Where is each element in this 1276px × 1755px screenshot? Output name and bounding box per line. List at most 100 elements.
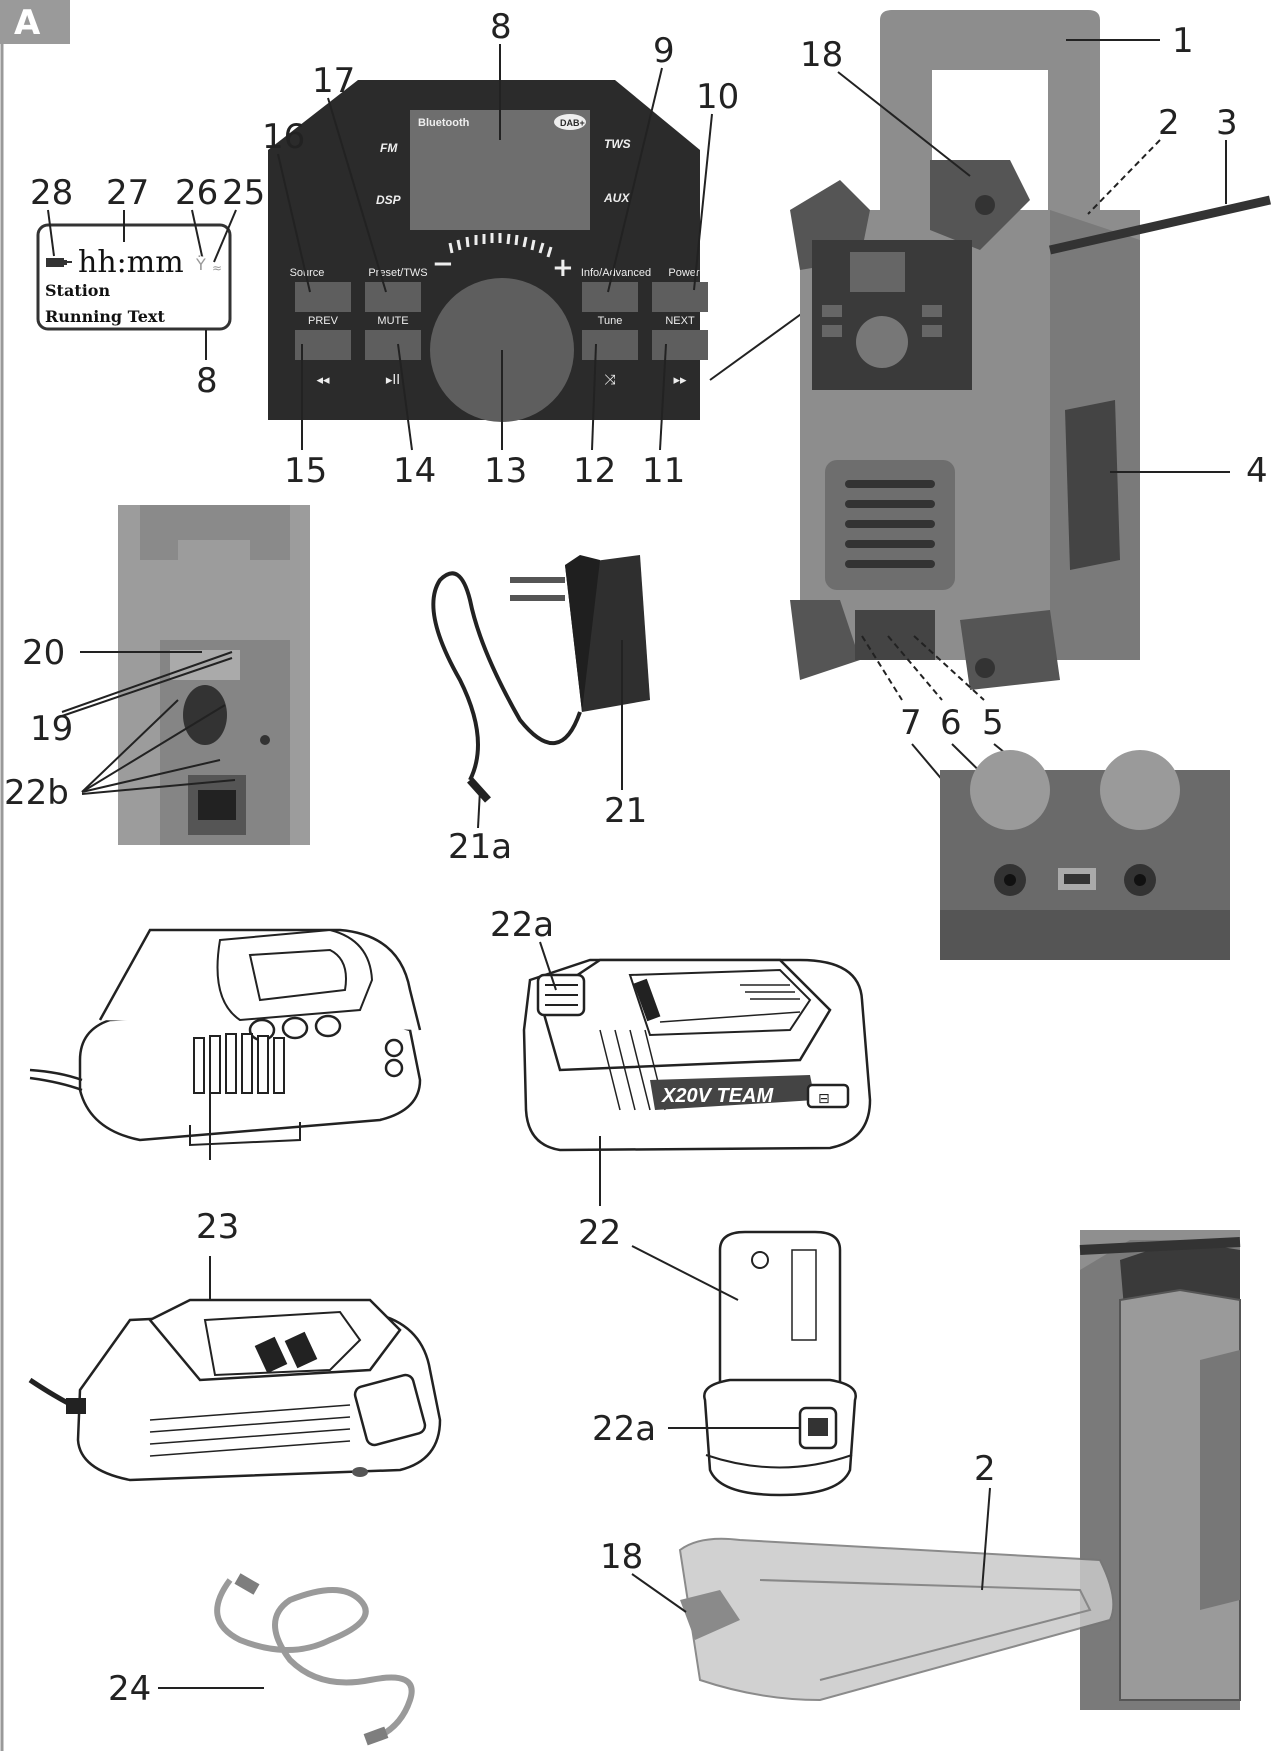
charger-angled-drawing [28, 1298, 442, 1482]
charger-callout: 23 [196, 1080, 239, 1360]
mode-aux: AUX [603, 191, 630, 205]
shuffle-icon: ⤨ [604, 372, 616, 388]
callout-22-top: 22 [578, 1213, 621, 1253]
open-cover-view [678, 1230, 1241, 1710]
svg-text:DAB+: DAB+ [560, 118, 585, 128]
mode-fm: FM [380, 141, 398, 155]
callout-2: 2 [1158, 103, 1180, 143]
small-battery-callouts: 22a [592, 1245, 800, 1449]
battery-level-icon: ⊟ [818, 1091, 830, 1107]
play-pause-icon: ▸II [386, 373, 400, 388]
label-info-advanced: Info/Advanced [581, 267, 651, 279]
lid-latch [680, 1590, 740, 1640]
adapter-callouts: 21 21a [448, 640, 647, 867]
callout-22b: 22b [4, 773, 69, 813]
carry-handle [880, 10, 1100, 220]
usb-cable [214, 1573, 415, 1746]
lcd-station: Station [45, 281, 110, 300]
callout-17: 17 [312, 61, 355, 101]
port-flap [855, 610, 935, 660]
button-next [652, 330, 708, 360]
bluetooth-logo: Bluetooth [418, 117, 470, 129]
figure-tag: A [0, 0, 70, 44]
dab-logo [554, 114, 586, 130]
lcd-time: hh:mm [78, 245, 184, 280]
label-tune: Tune [598, 315, 623, 327]
front-knob [856, 316, 908, 368]
usb-cable-callout: 24 [108, 1669, 264, 1709]
signal-icon: Ÿ [195, 255, 206, 274]
battery-pack-callouts: 22a 22 [490, 905, 621, 1253]
callout-21: 21 [604, 791, 647, 831]
panel-callouts: 8 9 10 17 16 15 14 13 12 11 [262, 7, 827, 491]
callout-8-lcd: 8 [196, 361, 218, 401]
callout-1: 1 [1172, 21, 1194, 61]
button-tune [582, 330, 638, 360]
callout-10: 10 [696, 77, 739, 117]
callout-20: 20 [22, 633, 65, 673]
label-source: Source [290, 267, 325, 279]
lcd-running-text: Running Text [45, 307, 165, 326]
callout-27: 27 [106, 173, 149, 213]
callout-2-bottom: 2 [974, 1449, 996, 1489]
ports-closeup [940, 750, 1230, 960]
battery-brand-logo: X20V TEAM [661, 1085, 774, 1107]
button-source [295, 282, 351, 312]
button-prev [295, 330, 351, 360]
callout-5: 5 [982, 703, 1004, 743]
callout-25: 25 [222, 173, 265, 213]
fast-forward-icon: ▸▸ [673, 373, 687, 388]
lcd-callouts: 28 27 26 25 8 [30, 173, 265, 401]
figure-tag-letter: A [14, 3, 41, 43]
back-callouts: 20 19 22b [4, 633, 236, 813]
battery-icon [46, 258, 64, 267]
callout-16: 16 [262, 117, 305, 157]
volume-minus: − [432, 249, 454, 279]
callout-28: 28 [30, 173, 73, 213]
callout-14: 14 [393, 451, 436, 491]
battery-cover [1065, 400, 1120, 570]
callout-7: 7 [900, 703, 922, 743]
callout-4: 4 [1246, 451, 1268, 491]
control-panel: Bluetooth DAB+ FM DSP TWS AUX − + Source… [268, 80, 708, 422]
callout-12: 12 [573, 451, 616, 491]
open-cover-callouts: 18 2 [600, 1449, 996, 1613]
power-adapter [431, 555, 650, 803]
open-battery-lid [678, 1537, 1115, 1702]
button-mute [365, 330, 421, 360]
volume-scale [448, 233, 553, 258]
callout-13: 13 [484, 451, 527, 491]
callout-8-panel: 8 [490, 7, 512, 47]
callout-15: 15 [284, 451, 327, 491]
callout-22a-bottom: 22a [592, 1409, 656, 1449]
battery-slot [183, 685, 227, 745]
callout-18-bottom: 18 [600, 1537, 643, 1577]
callout-22a-top: 22a [490, 905, 554, 945]
label-prev: PREV [308, 315, 339, 327]
radio-device [790, 10, 1271, 690]
callout-26: 26 [175, 173, 218, 213]
callout-23: 23 [196, 1207, 239, 1247]
callout-9: 9 [653, 31, 675, 71]
battery-pack: X20V TEAM ⊟ [522, 958, 872, 1152]
volume-plus: + [552, 253, 574, 283]
charger-top-drawing [29, 928, 422, 1147]
small-battery [703, 1230, 857, 1497]
callout-21a: 21a [448, 827, 512, 867]
callout-11: 11 [642, 451, 685, 491]
callout-6: 6 [940, 703, 962, 743]
callout-24: 24 [108, 1669, 151, 1709]
back-view [118, 505, 310, 845]
antenna [1049, 195, 1271, 255]
callout-18-top: 18 [800, 35, 843, 75]
button-power [652, 282, 708, 312]
mode-dsp: DSP [376, 193, 402, 207]
mode-tws: TWS [604, 137, 631, 151]
button-preset-tws [365, 282, 421, 312]
callout-3: 3 [1216, 103, 1238, 143]
label-power: Power [668, 267, 700, 279]
rewind-icon: ◂◂ [316, 373, 330, 388]
label-preset-tws: Preset/TWS [368, 267, 427, 279]
